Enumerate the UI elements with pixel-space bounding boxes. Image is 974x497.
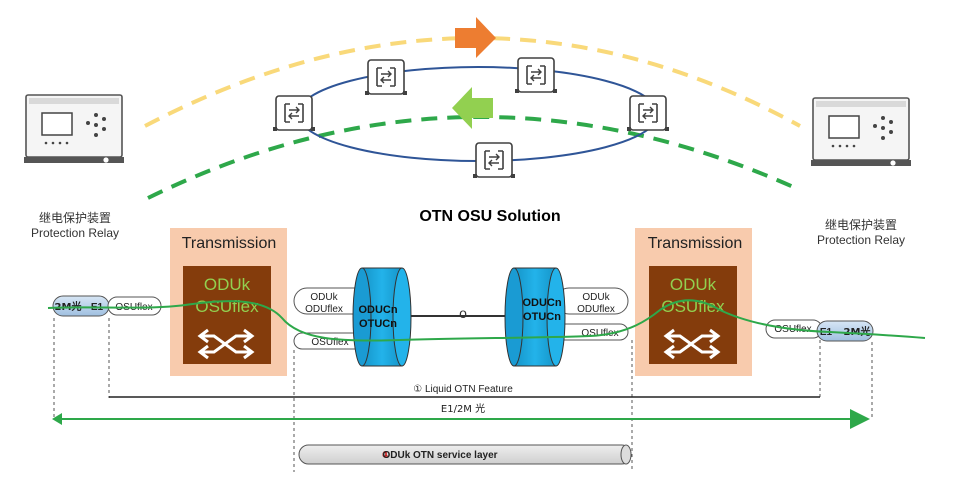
service-layer-label: ODUk OTN service layer: [382, 450, 497, 461]
right-oduflex-label: ODUflex: [577, 304, 615, 315]
transmission-right-label: Transmission: [648, 235, 743, 252]
relay-left-en-label: Protection Relay: [31, 226, 119, 240]
right-cylinder: [504, 267, 566, 367]
left-oduflex-label: ODUflex: [305, 304, 343, 315]
protection-relay-icon: [810, 97, 912, 167]
orange-arrow-right-icon: [455, 17, 496, 58]
liquid-feature-label: ① Liquid OTN Feature: [413, 384, 513, 395]
diagram-title: OTN OSU Solution: [419, 208, 560, 225]
transmission-left-label: Transmission: [182, 235, 277, 252]
e1-span-arrow-left-head: [52, 413, 62, 425]
protection-relay-icon: [23, 94, 125, 164]
otn-device-icon: [272, 95, 316, 132]
left-stack-osuflex-label: OSUflex: [311, 337, 348, 348]
signal-path: [47, 299, 926, 342]
switch-right-box: [649, 266, 737, 364]
relay-right-cn-label: 继电保护装置: [825, 218, 897, 232]
left-2m-label: 2M光: [55, 300, 82, 313]
switch-left-line1: ODUk: [204, 275, 251, 294]
switch-left-box: [183, 266, 271, 364]
otn-device-icon: [626, 95, 670, 132]
e1-span-label: E1/2M 光: [441, 402, 485, 415]
middle-node: o: [459, 305, 467, 321]
relay-right-en-label: Protection Relay: [817, 233, 905, 247]
left-cylinder-line1: ODUCn: [358, 304, 397, 316]
service-layer-marker: ①: [382, 450, 390, 461]
otn-device-icon: [364, 59, 408, 96]
right-2m-label: 2M光: [844, 325, 871, 338]
otn-device-icon: [472, 142, 516, 179]
right-cylinder-line1: ODUCn: [522, 297, 561, 309]
left-oduk-label: ODUk: [310, 292, 338, 303]
switch-cross-arrows-icon: [663, 328, 721, 360]
green-dashed-path: [147, 114, 801, 200]
relay-left-cn-label: 继电保护装置: [39, 211, 111, 225]
otn-device-icon: [514, 57, 558, 94]
switch-left-line2: OSUflex: [195, 297, 259, 316]
right-stack-osuflex-label: OSUflex: [581, 328, 618, 339]
switch-right-line1: ODUk: [670, 275, 717, 294]
right-cylinder-line2: OTUCn: [523, 311, 561, 323]
left-cylinder: [352, 267, 412, 367]
left-cylinder-line2: OTUCn: [359, 318, 397, 330]
green-arrow-left-icon: [452, 87, 493, 129]
right-oduk-label: ODUk: [582, 292, 610, 303]
switch-cross-arrows-icon: [197, 328, 255, 360]
